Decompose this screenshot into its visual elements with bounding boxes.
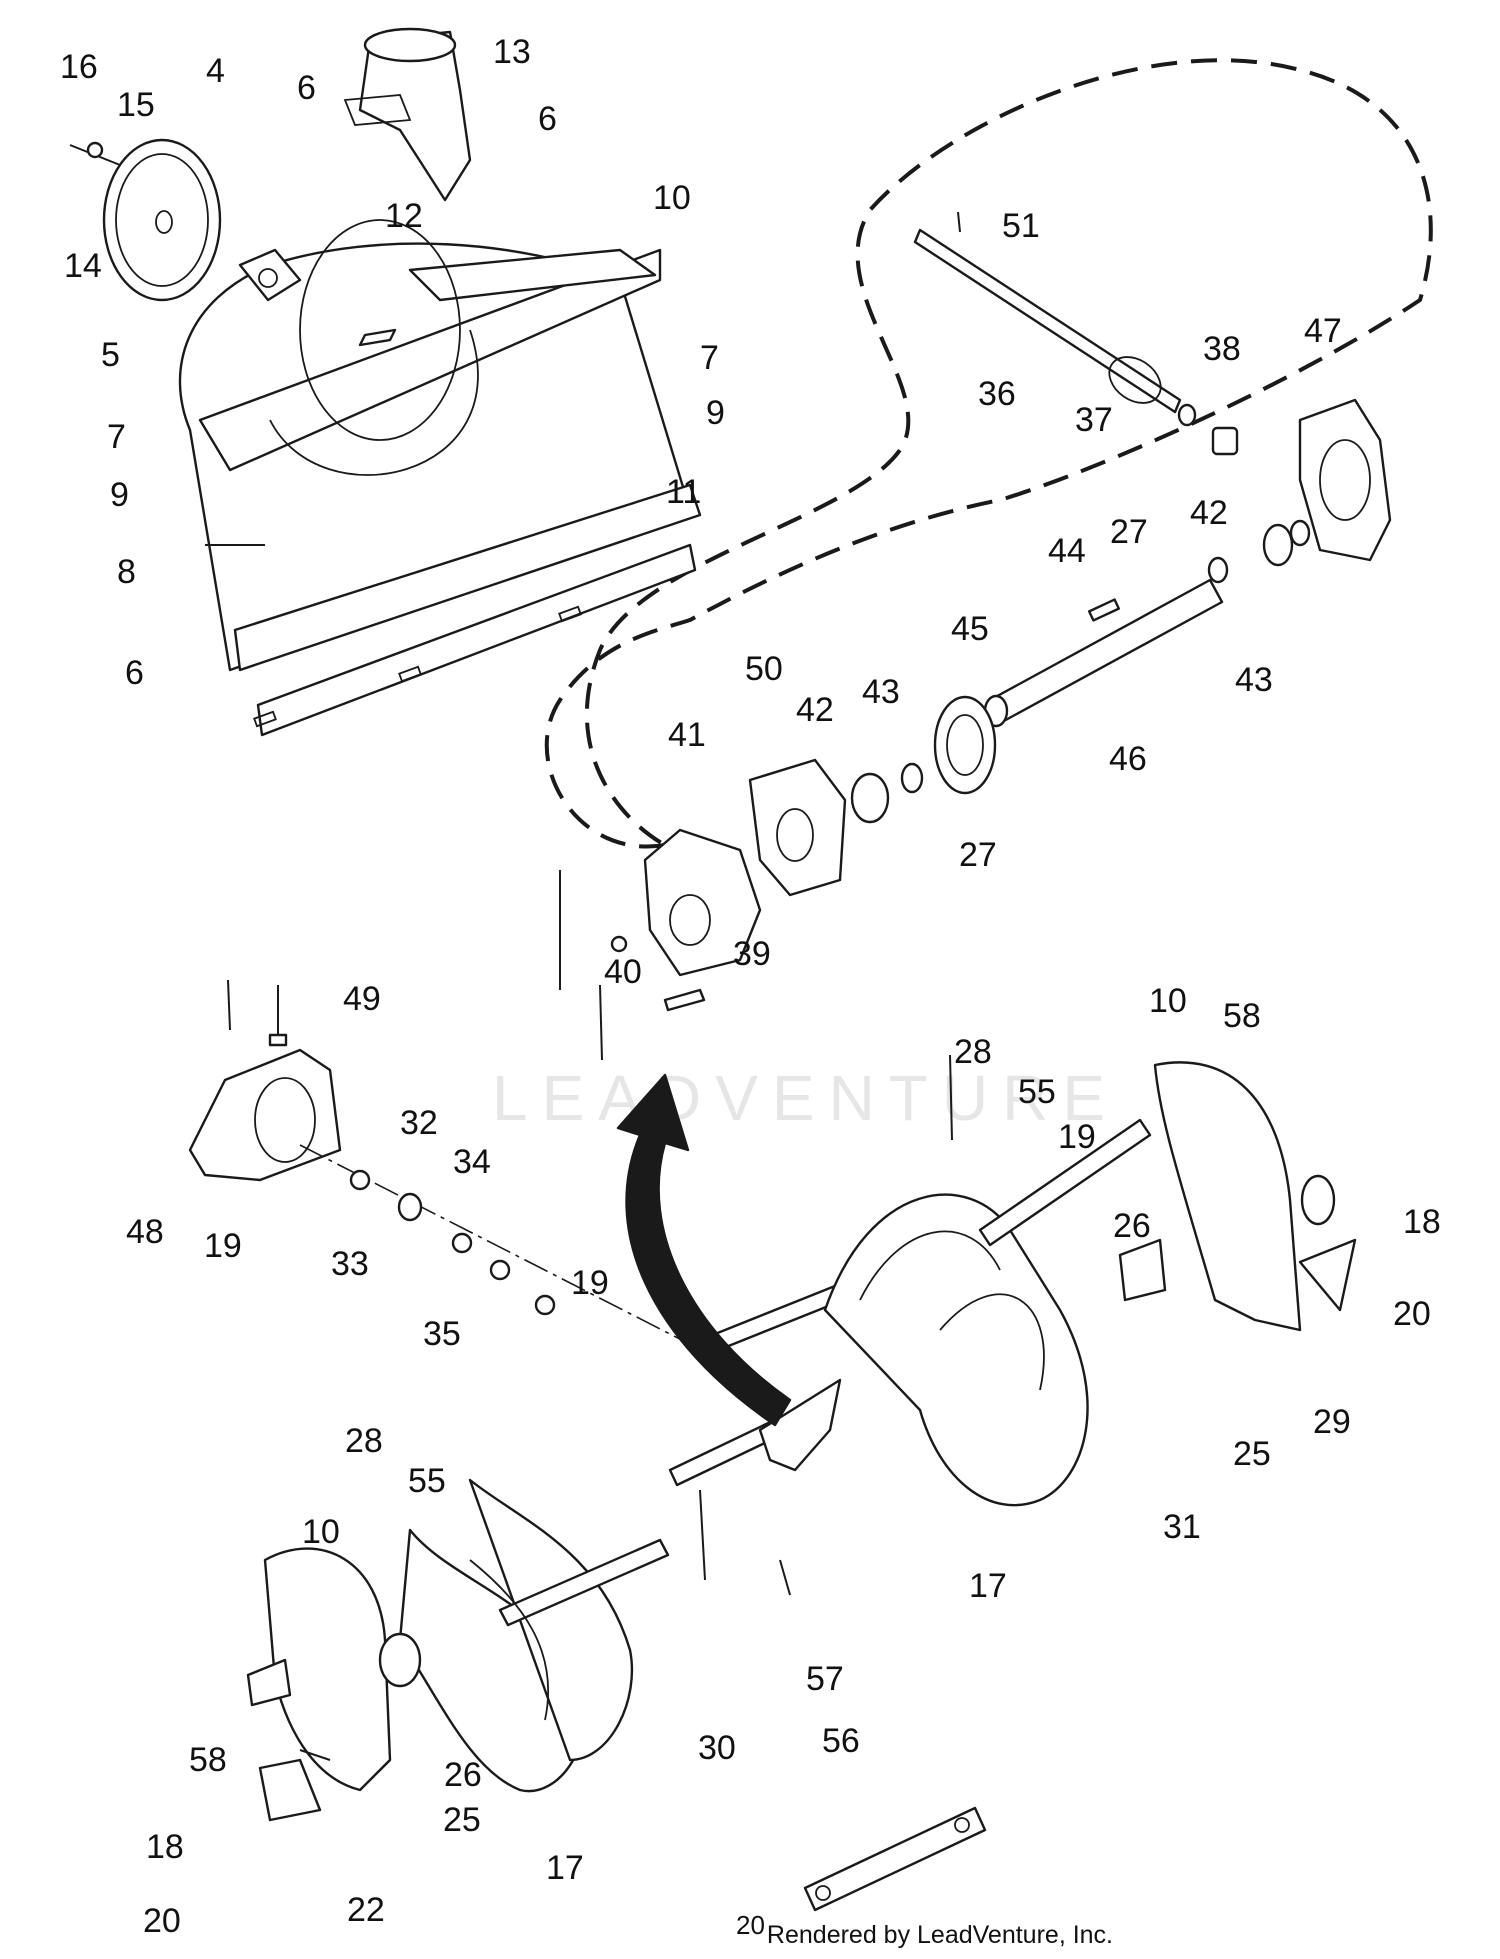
callout-8: 8 [117,553,136,591]
gear-case-right [1298,398,1392,562]
callout-34: 34 [453,1143,491,1181]
callout-10: 10 [1149,982,1187,1020]
callout-45: 45 [951,610,989,648]
callout-43: 43 [862,673,900,711]
auger-spiral-left [398,1478,670,1793]
callout-49: 49 [343,980,381,1018]
callout-26: 26 [444,1756,482,1794]
callout-10: 10 [302,1513,340,1551]
callout-29: 29 [1313,1403,1351,1441]
callout-31: 31 [1163,1508,1201,1546]
callout-48: 48 [126,1213,164,1251]
callout-labels: 16 15 4 6 13 6 14 12 10 5 7 9 7 9 11 8 6… [60,33,1441,1940]
side-plate-left [246,1547,422,1822]
callout-5: 5 [101,336,120,374]
gearbox-detail-boundary [544,58,1433,849]
axle-shaft [983,519,1311,728]
callout-6: 6 [125,654,144,692]
callout-55: 55 [408,1462,446,1500]
callout-9: 9 [110,476,129,514]
callout-35: 35 [423,1315,461,1353]
callout-42: 42 [796,691,834,729]
callout-7: 7 [700,339,719,377]
callout-7: 7 [107,418,126,456]
callout-6: 6 [297,69,316,107]
callout-39: 39 [733,935,771,973]
callout-15: 15 [117,86,155,124]
auger-housing [178,219,692,672]
callout-14: 14 [64,247,102,285]
callout-10: 10 [653,179,691,217]
callout-16: 16 [60,48,98,86]
shave-plate [233,483,702,737]
callout-43: 43 [1235,661,1273,699]
callout-51: 51 [1002,207,1040,245]
callout-38: 38 [1203,330,1241,368]
callout-30: 30 [698,1729,736,1767]
callout-17: 17 [969,1567,1007,1605]
leader-lines [205,544,953,1761]
bearing-housing [188,985,342,1182]
callout-26: 26 [1113,1207,1151,1245]
callout-32: 32 [400,1104,438,1142]
worm-gear [933,695,997,795]
impeller-shaft [299,1144,908,1487]
callout-57: 57 [806,1660,844,1698]
callout-37: 37 [1075,401,1113,439]
callout-25: 25 [1233,1435,1271,1473]
callout-46: 46 [1109,740,1147,778]
callout-42: 42 [1190,494,1228,532]
callout-25: 25 [443,1801,481,1839]
callout-41: 41 [668,716,706,754]
callout-28: 28 [345,1422,383,1460]
footer-credit: 20Rendered by LeadVenture, Inc. [736,1910,1113,1950]
callout-56: 56 [822,1722,860,1760]
callout-19: 19 [204,1227,242,1265]
page-number: 20 [736,1910,765,1940]
callout-44: 44 [1048,532,1086,570]
gear-case-left [610,758,924,1012]
callout-6: 6 [538,100,557,138]
callout-9: 9 [706,394,725,432]
worm-shaft [913,211,1239,456]
callout-12: 12 [385,197,423,235]
callout-40: 40 [604,953,642,991]
watermark: LEADVENTURE [492,1062,1119,1134]
rendered-by-text: Rendered by LeadVenture, Inc. [766,1921,1114,1949]
callout-13: 13 [493,33,531,71]
callout-20: 20 [1393,1295,1431,1333]
auger-spiral-right [823,1118,1152,1507]
callout-33: 33 [331,1245,369,1283]
callout-36: 36 [978,375,1016,413]
callout-18: 18 [146,1828,184,1866]
bearing-flange [238,248,302,302]
side-plate-right [1118,1061,1357,1332]
callout-11: 11 [666,473,701,511]
callout-55: 55 [1018,1073,1056,1111]
scraper-bar [803,1806,987,1912]
callout-20: 20 [143,1902,181,1940]
callout-22: 22 [347,1891,385,1929]
detail-arrow [616,1073,792,1427]
callout-58: 58 [1223,997,1261,1035]
callout-50: 50 [745,650,783,688]
callout-19: 19 [1058,1118,1096,1156]
callout-19: 19 [571,1264,609,1302]
drive-pulley [69,138,222,302]
callout-58: 58 [189,1741,227,1779]
callout-4: 4 [206,52,225,90]
callout-18: 18 [1403,1203,1441,1241]
callout-28: 28 [954,1033,992,1071]
callout-17: 17 [546,1849,584,1887]
callout-27: 27 [959,836,997,874]
discharge-chute-adapter [343,27,472,202]
callout-27: 27 [1110,513,1148,551]
callout-47: 47 [1304,312,1342,350]
